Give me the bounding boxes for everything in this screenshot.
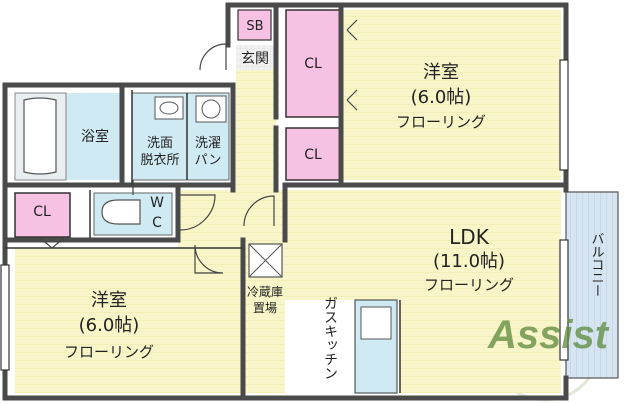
- closet-mid-label: CL: [304, 147, 322, 163]
- western-room-top-floor: [341, 10, 561, 180]
- western-bottom-size: (6.0帖): [79, 315, 140, 336]
- fridge-label-2: 置場: [253, 301, 277, 315]
- wc-label-1: W: [150, 195, 164, 211]
- washroom-label-1: 洗面: [147, 136, 173, 151]
- western-bottom-name: 洋室: [91, 290, 127, 311]
- ldk-size: (11.0帖): [433, 251, 505, 272]
- western-room-bottom-floor: [15, 248, 243, 393]
- western-top-name: 洋室: [423, 62, 459, 83]
- ldk-floor: [285, 190, 561, 393]
- shoe-box-label: SB: [246, 19, 263, 34]
- gas-kitchen-label: ガスキッチン: [322, 296, 338, 380]
- closet-top-label: CL: [304, 56, 322, 72]
- entrance-label: 玄関: [241, 50, 269, 67]
- wc-label-2: C: [152, 215, 162, 231]
- balcony: [565, 191, 619, 379]
- kitchen-floor: [243, 190, 285, 393]
- hall-floor: [178, 190, 243, 248]
- western-bottom-floor: フローリング: [64, 343, 154, 361]
- sink-icon: [360, 306, 392, 340]
- bathtub: [23, 97, 57, 175]
- balcony-label: バルコニー: [589, 232, 605, 297]
- ldk-floor-label: フローリング: [424, 276, 514, 294]
- washroom-label-2: 脱衣所: [140, 152, 179, 168]
- assist-logo-text: Assist: [487, 313, 610, 357]
- laundry-pan-label-2: パン: [195, 153, 222, 168]
- closet-top: [285, 9, 342, 118]
- windows: [0, 59, 569, 371]
- toilet-icon: [101, 199, 141, 225]
- shoe-box: [237, 9, 272, 41]
- western-top-size: (6.0帖): [411, 87, 472, 108]
- closet-left: [14, 192, 71, 238]
- doors: [39, 19, 358, 274]
- fridge-label-1: 冷蔵庫: [247, 285, 283, 299]
- laundry-pan-label-1: 洗濯: [195, 136, 221, 151]
- closet-mid: [285, 127, 342, 181]
- entrance-floor: [236, 45, 276, 70]
- closet-left-label: CL: [33, 204, 51, 220]
- bath-label: 浴室: [81, 128, 109, 145]
- bath-floor: [66, 93, 122, 180]
- hallway-floor: [236, 70, 276, 190]
- ldk-name: LDK: [449, 225, 490, 249]
- walls: [2, 2, 569, 401]
- western-top-floor: フローリング: [396, 113, 486, 131]
- washbasin-icon: [154, 96, 184, 120]
